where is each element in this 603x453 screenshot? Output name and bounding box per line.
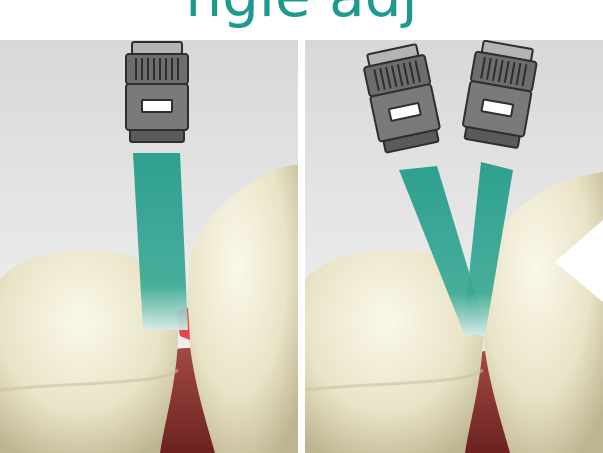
page-title: ngle adj (0, 0, 603, 30)
camera-lens-icon (126, 42, 188, 142)
panel-divider (298, 40, 305, 453)
title-strip: ngle adj (0, 0, 603, 40)
dual-camera-illustration (305, 40, 603, 453)
panel-single-camera (0, 40, 298, 453)
single-camera-illustration (0, 40, 298, 453)
panel-dual-camera (305, 40, 603, 453)
